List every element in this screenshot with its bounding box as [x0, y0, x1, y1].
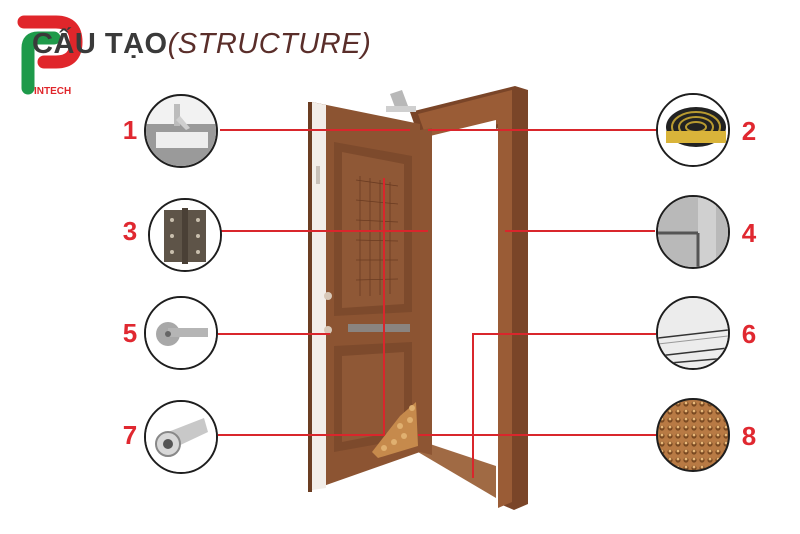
callout-line-8 [418, 434, 656, 436]
callout-number-2: 2 [741, 116, 757, 146]
callout-line-5 [218, 333, 330, 335]
callout-line-1 [220, 129, 410, 131]
door-viewer-peephole-icon [144, 400, 218, 474]
title-sub: (STRUCTURE) [167, 28, 372, 60]
rubber-seal-strip-icon [656, 93, 730, 167]
door-closer-icon [144, 94, 218, 168]
lever-handle-icon [144, 296, 218, 370]
callout-line-7a [218, 434, 384, 436]
callout-line-7b [383, 178, 385, 436]
door-frame-corner-icon [656, 195, 730, 269]
logo-text: INTECH [34, 86, 72, 97]
callout-number-4: 4 [741, 218, 757, 248]
callout-line-2 [428, 129, 658, 131]
door-illustration [300, 80, 540, 510]
callout-number-5: 5 [122, 318, 138, 348]
callout-line-6a [472, 333, 656, 335]
hinge-icon [148, 198, 222, 272]
honeycomb-core-icon [656, 398, 730, 472]
callout-line-4 [505, 230, 655, 232]
callout-number-1: 1 [122, 115, 138, 145]
callout-line-6b [472, 333, 474, 478]
callout-number-3: 3 [122, 216, 138, 246]
intech-logo [14, 10, 84, 100]
callout-number-8: 8 [741, 421, 757, 451]
threshold-profile-icon [656, 296, 730, 370]
callout-line-3 [218, 230, 428, 232]
page-title: CẤU TẠO(STRUCTURE) [32, 28, 371, 61]
callout-number-7: 7 [122, 420, 138, 450]
callout-number-6: 6 [741, 319, 757, 349]
title-main: CẤU TẠO [32, 28, 168, 60]
